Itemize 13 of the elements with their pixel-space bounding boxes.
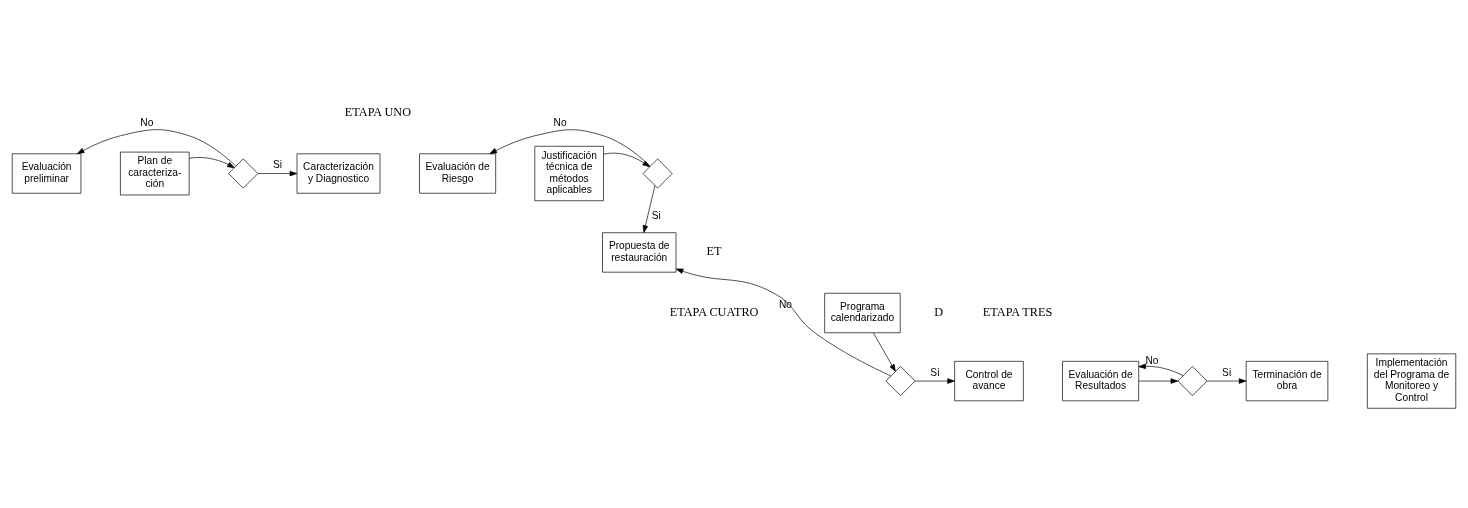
label: D [934, 304, 944, 319]
edge-label: No [553, 116, 567, 128]
edge-label: Si [930, 366, 940, 378]
label: ET [706, 243, 722, 258]
edge-label: Si [651, 209, 661, 221]
edge-label: Si [272, 158, 282, 170]
label: ETAPA CUATRO [669, 304, 759, 319]
label: ETAPA TRES [982, 304, 1053, 319]
label: ETAPA UNO [344, 104, 412, 119]
edge-label: No [779, 298, 793, 310]
edge-label: Si [1222, 366, 1232, 378]
edge-label: No [140, 116, 154, 128]
edge-label: No [1145, 354, 1159, 366]
